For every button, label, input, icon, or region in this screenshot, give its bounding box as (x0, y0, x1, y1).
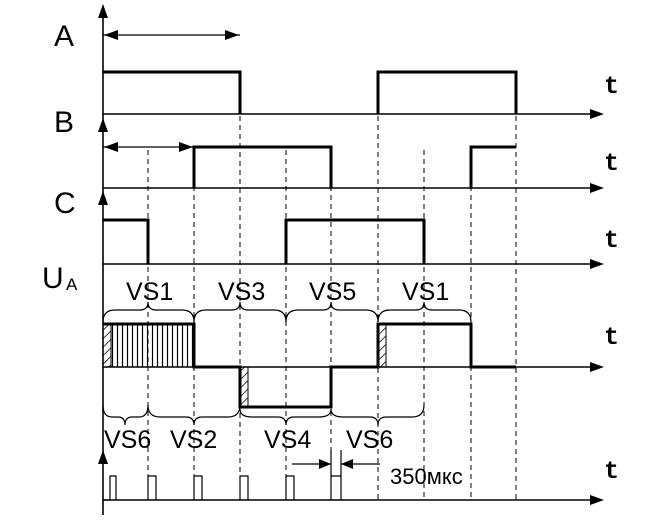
signal-ua (102, 322, 516, 409)
t-label-b: t (604, 149, 619, 178)
t-label-c: t (604, 226, 619, 255)
label-ua: U (42, 262, 64, 295)
t-label-a: t (604, 72, 619, 101)
braces-bottom (102, 404, 425, 426)
signal-b (103, 142, 516, 188)
t-label-ua: t (604, 323, 619, 352)
label-c: C (54, 187, 76, 220)
gate-pulses (103, 475, 342, 501)
vs-label-bottom-1: VS6 (104, 426, 151, 454)
vs-label-bottom-2: VS2 (170, 426, 217, 454)
pulse-width-label: 350мкс (390, 464, 463, 489)
braces-top (102, 301, 472, 323)
signal-c (103, 218, 426, 264)
signal-a (103, 30, 518, 114)
label-ua-subscript: A (66, 275, 78, 294)
pulse-width-marker (292, 450, 380, 476)
vs-label-top-4: VS1 (402, 278, 449, 306)
y-axis (98, 4, 108, 515)
vs-label-bottom-4: VS6 (346, 426, 393, 454)
vs-label-top-2: VS3 (218, 278, 265, 306)
t-label-pulses: t (604, 457, 619, 486)
vs-label-top-1: VS1 (126, 278, 173, 306)
label-a: A (54, 20, 74, 53)
label-b: B (54, 106, 74, 139)
vs-label-top-3: VS5 (309, 278, 356, 306)
vs-label-bottom-3: VS4 (264, 426, 311, 454)
